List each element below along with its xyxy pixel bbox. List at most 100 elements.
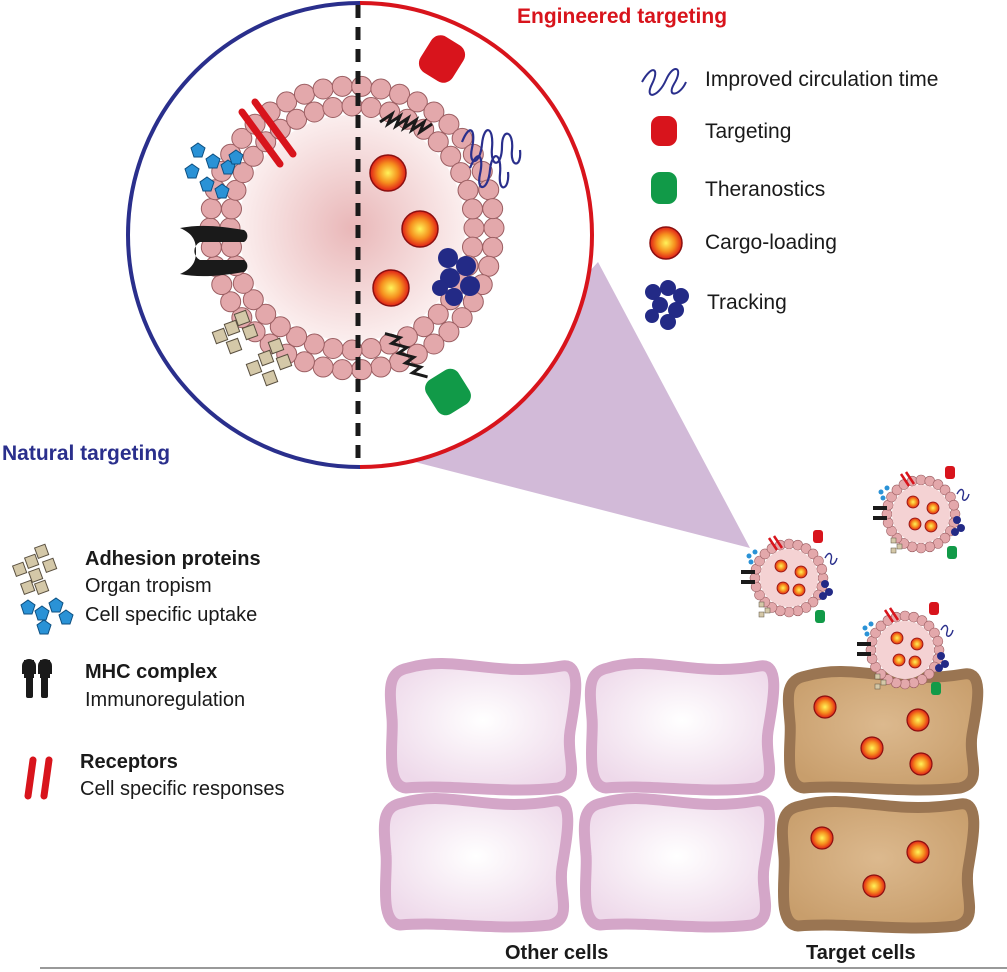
lipid-bead — [351, 75, 373, 97]
lipid-bead — [413, 316, 435, 338]
lipid-bead — [438, 321, 460, 343]
lipid-bead — [293, 83, 315, 105]
lipid-bead — [478, 179, 500, 201]
lipid-bead — [440, 145, 462, 167]
lipid-bead — [423, 333, 445, 355]
other-cells-label: Other cells — [505, 942, 609, 964]
lipid-bead — [360, 97, 382, 119]
lipid-bead — [427, 131, 449, 153]
cargo-sphere — [372, 269, 410, 307]
legend-label-targeting: Targeting — [705, 120, 792, 143]
cargo-sphere — [909, 752, 933, 776]
peg-squiggle — [460, 129, 522, 189]
key-receptors-title: Receptors — [80, 751, 178, 773]
lipid-bead — [406, 91, 428, 113]
cargo-sphere — [906, 840, 930, 864]
lipid-bead — [370, 356, 392, 378]
lipid-bead — [276, 91, 298, 113]
red-capsule-icon — [651, 116, 677, 146]
lipid-bead — [451, 307, 473, 329]
other-cell — [584, 657, 780, 796]
lipid-bead — [286, 326, 308, 348]
key-adhesion-line-2: Cell specific uptake — [85, 604, 258, 626]
receptor-bars — [238, 98, 297, 168]
target-cells-label: Target cells — [806, 942, 916, 964]
key-receptors-line-1: Cell specific responses — [80, 778, 285, 800]
lipid-bead — [461, 198, 483, 220]
tissue-cells — [378, 657, 984, 934]
key-mhc-line-1: Immunoregulation — [85, 689, 246, 711]
lipid-bead — [269, 316, 291, 338]
target-cell — [776, 796, 980, 934]
lipid-bead — [331, 75, 353, 97]
cargo-sphere — [862, 874, 886, 898]
lipid-bead — [220, 291, 242, 313]
lipid-bead — [331, 359, 353, 381]
lipid-bead — [232, 162, 254, 184]
adhesion-squares-icon — [11, 543, 58, 595]
lipid-bead — [351, 359, 373, 381]
legend-label-theranostics: Theranostics — [705, 178, 826, 201]
mini-vesicle — [741, 530, 838, 623]
lipid-bead — [303, 333, 325, 355]
key-adhesion-line-1: Organ tropism — [85, 575, 212, 597]
lipid-bead — [461, 236, 483, 258]
lipid-bead — [370, 78, 392, 100]
receptors-icon — [24, 756, 53, 800]
lipid-bead — [231, 127, 253, 149]
lipid-bead — [482, 236, 504, 258]
lipid-bead — [255, 303, 277, 325]
zoom-wedge — [415, 262, 750, 548]
mhc-complex — [180, 225, 248, 277]
mini-vesicles — [741, 466, 970, 695]
theranostic-ligand — [384, 332, 471, 416]
lipid-bead — [242, 145, 264, 167]
cargo-sphere-icon — [649, 226, 683, 260]
mini-vesicle — [873, 466, 970, 559]
lipid-bead — [389, 83, 411, 105]
lipid-bead — [232, 272, 254, 294]
cargo-sphere — [906, 708, 930, 732]
other-cell — [578, 792, 776, 933]
other-cell — [384, 657, 582, 796]
lipid-bead — [482, 198, 504, 220]
tracking-cluster — [432, 248, 480, 306]
lipid-bead — [483, 217, 505, 239]
legend-label-tracking: Tracking — [707, 291, 787, 314]
lipid-bead — [457, 179, 479, 201]
lipid-bead — [478, 255, 500, 277]
cargo-sphere — [401, 210, 439, 248]
lipid-bead — [450, 162, 472, 184]
cargo-sphere — [813, 695, 837, 719]
key-adhesion-title: Adhesion proteins — [85, 548, 261, 570]
lipid-bead — [427, 303, 449, 325]
lipid-bead — [286, 108, 308, 130]
targeting-ligand — [379, 35, 466, 136]
mhc-complex-icon — [22, 659, 52, 698]
legend-label-circulation: Improved circulation time — [705, 68, 939, 91]
lipid-bead — [312, 78, 334, 100]
lipid-bead — [423, 101, 445, 123]
squiggle-icon — [641, 68, 687, 96]
adhesion-squares — [211, 309, 293, 387]
natural-targeting-title: Natural targeting — [2, 442, 171, 465]
lipid-bead — [303, 101, 325, 123]
lipid-bead — [293, 351, 315, 373]
target-cell — [782, 665, 984, 796]
lipid-bead — [200, 198, 222, 220]
lipid-bead — [463, 217, 485, 239]
engineered-targeting-title: Engineered targeting — [517, 5, 728, 28]
mini-vesicle — [857, 602, 954, 695]
legend-label-cargo: Cargo-loading — [705, 231, 837, 254]
cargo-sphere — [860, 736, 884, 760]
lipid-bead — [242, 289, 264, 311]
lipid-bead — [221, 198, 243, 220]
lipid-bead — [322, 97, 344, 119]
key-mhc-title: MHC complex — [85, 661, 218, 683]
lipid-bead — [211, 274, 233, 296]
lipid-bead — [322, 337, 344, 359]
adhesion-pentagons-icon — [20, 597, 74, 635]
cargo-sphere — [369, 154, 407, 192]
